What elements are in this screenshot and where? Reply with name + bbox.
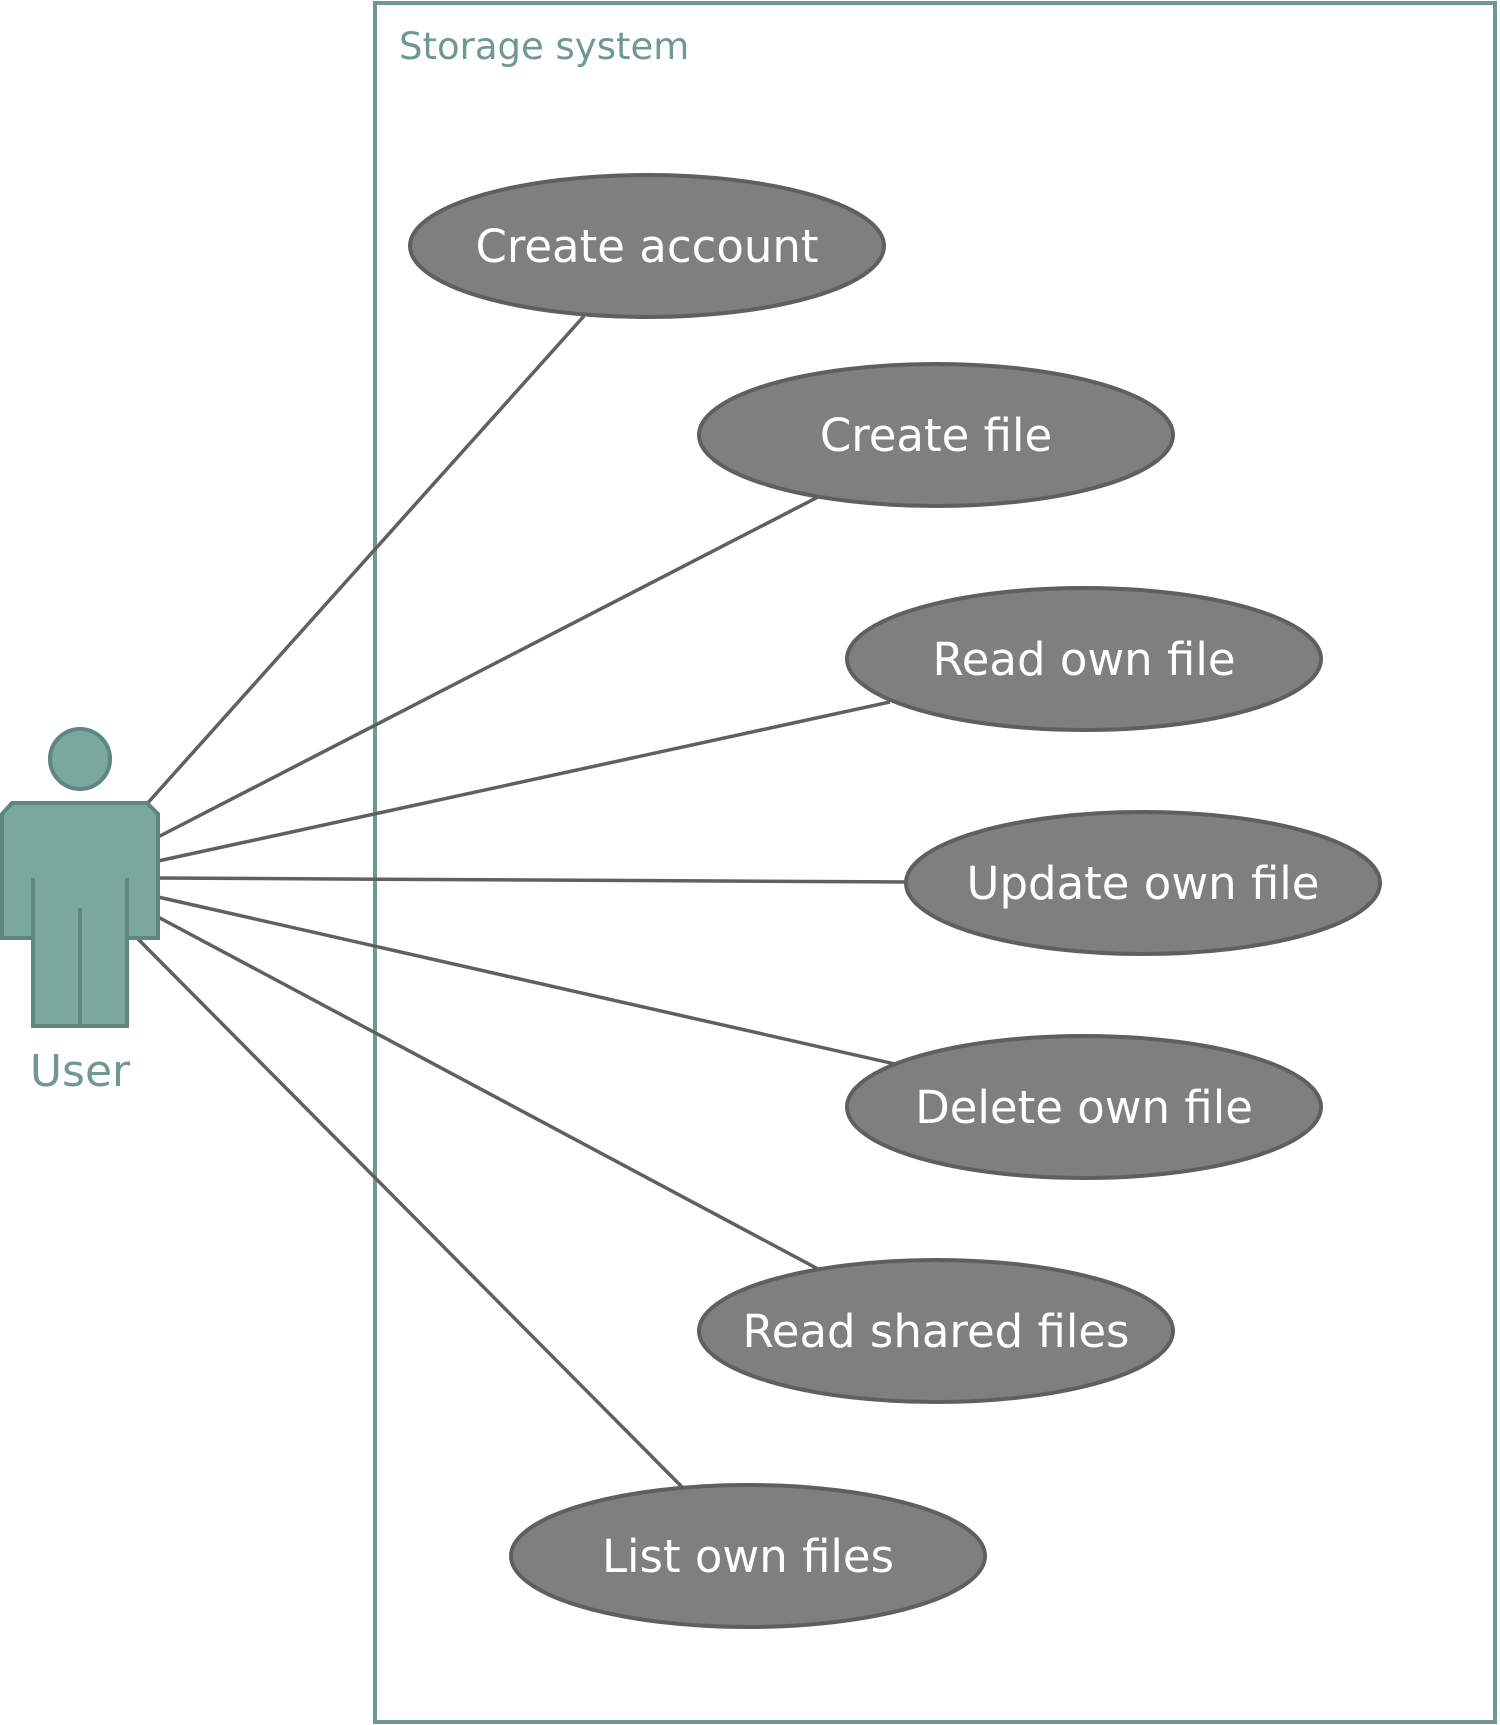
use-case-shape [408,173,886,319]
use-case-list-own-files[interactable]: List own files [509,1483,987,1629]
use-case-label: Read own file [932,633,1235,686]
use-case-shape [845,1034,1323,1180]
connector-create-account [143,314,586,808]
actor-head [48,727,112,791]
use-case-update-own-file[interactable]: Update own file [904,810,1382,956]
connector-read-own-file [157,700,891,863]
connectors [135,314,907,1490]
connector-read-shared-files [157,915,821,1272]
use-case-shape [904,810,1382,956]
connector-update-own-file [157,876,907,884]
use-case-shape [509,1483,987,1629]
system-title: Storage system [399,25,689,68]
use-case-create-file[interactable]: Create file [697,362,1175,508]
connector-create-file [157,495,819,839]
use-case-shape [697,362,1175,508]
use-case-label: Create file [820,409,1052,462]
connector-list-own-files [135,936,685,1490]
use-case-shape [697,1258,1175,1404]
use-case-read-own-file[interactable]: Read own file [845,586,1323,732]
user-actor-icon [0,727,160,1028]
use-case-label: List own files [602,1530,894,1583]
use-case-label: Create account [475,220,818,273]
use-case-shape [845,586,1323,732]
actor-label: User [30,1046,131,1097]
use-case-label: Update own file [967,857,1320,910]
connector-delete-own-file [157,895,896,1066]
use-case-read-shared-files[interactable]: Read shared files [697,1258,1175,1404]
use-case-label: Delete own file [915,1081,1253,1134]
use-case-create-account[interactable]: Create account [408,173,886,319]
system-boundary [373,1,1497,1724]
use-case-delete-own-file[interactable]: Delete own file [845,1034,1323,1180]
use-case-label: Read shared files [743,1305,1130,1358]
